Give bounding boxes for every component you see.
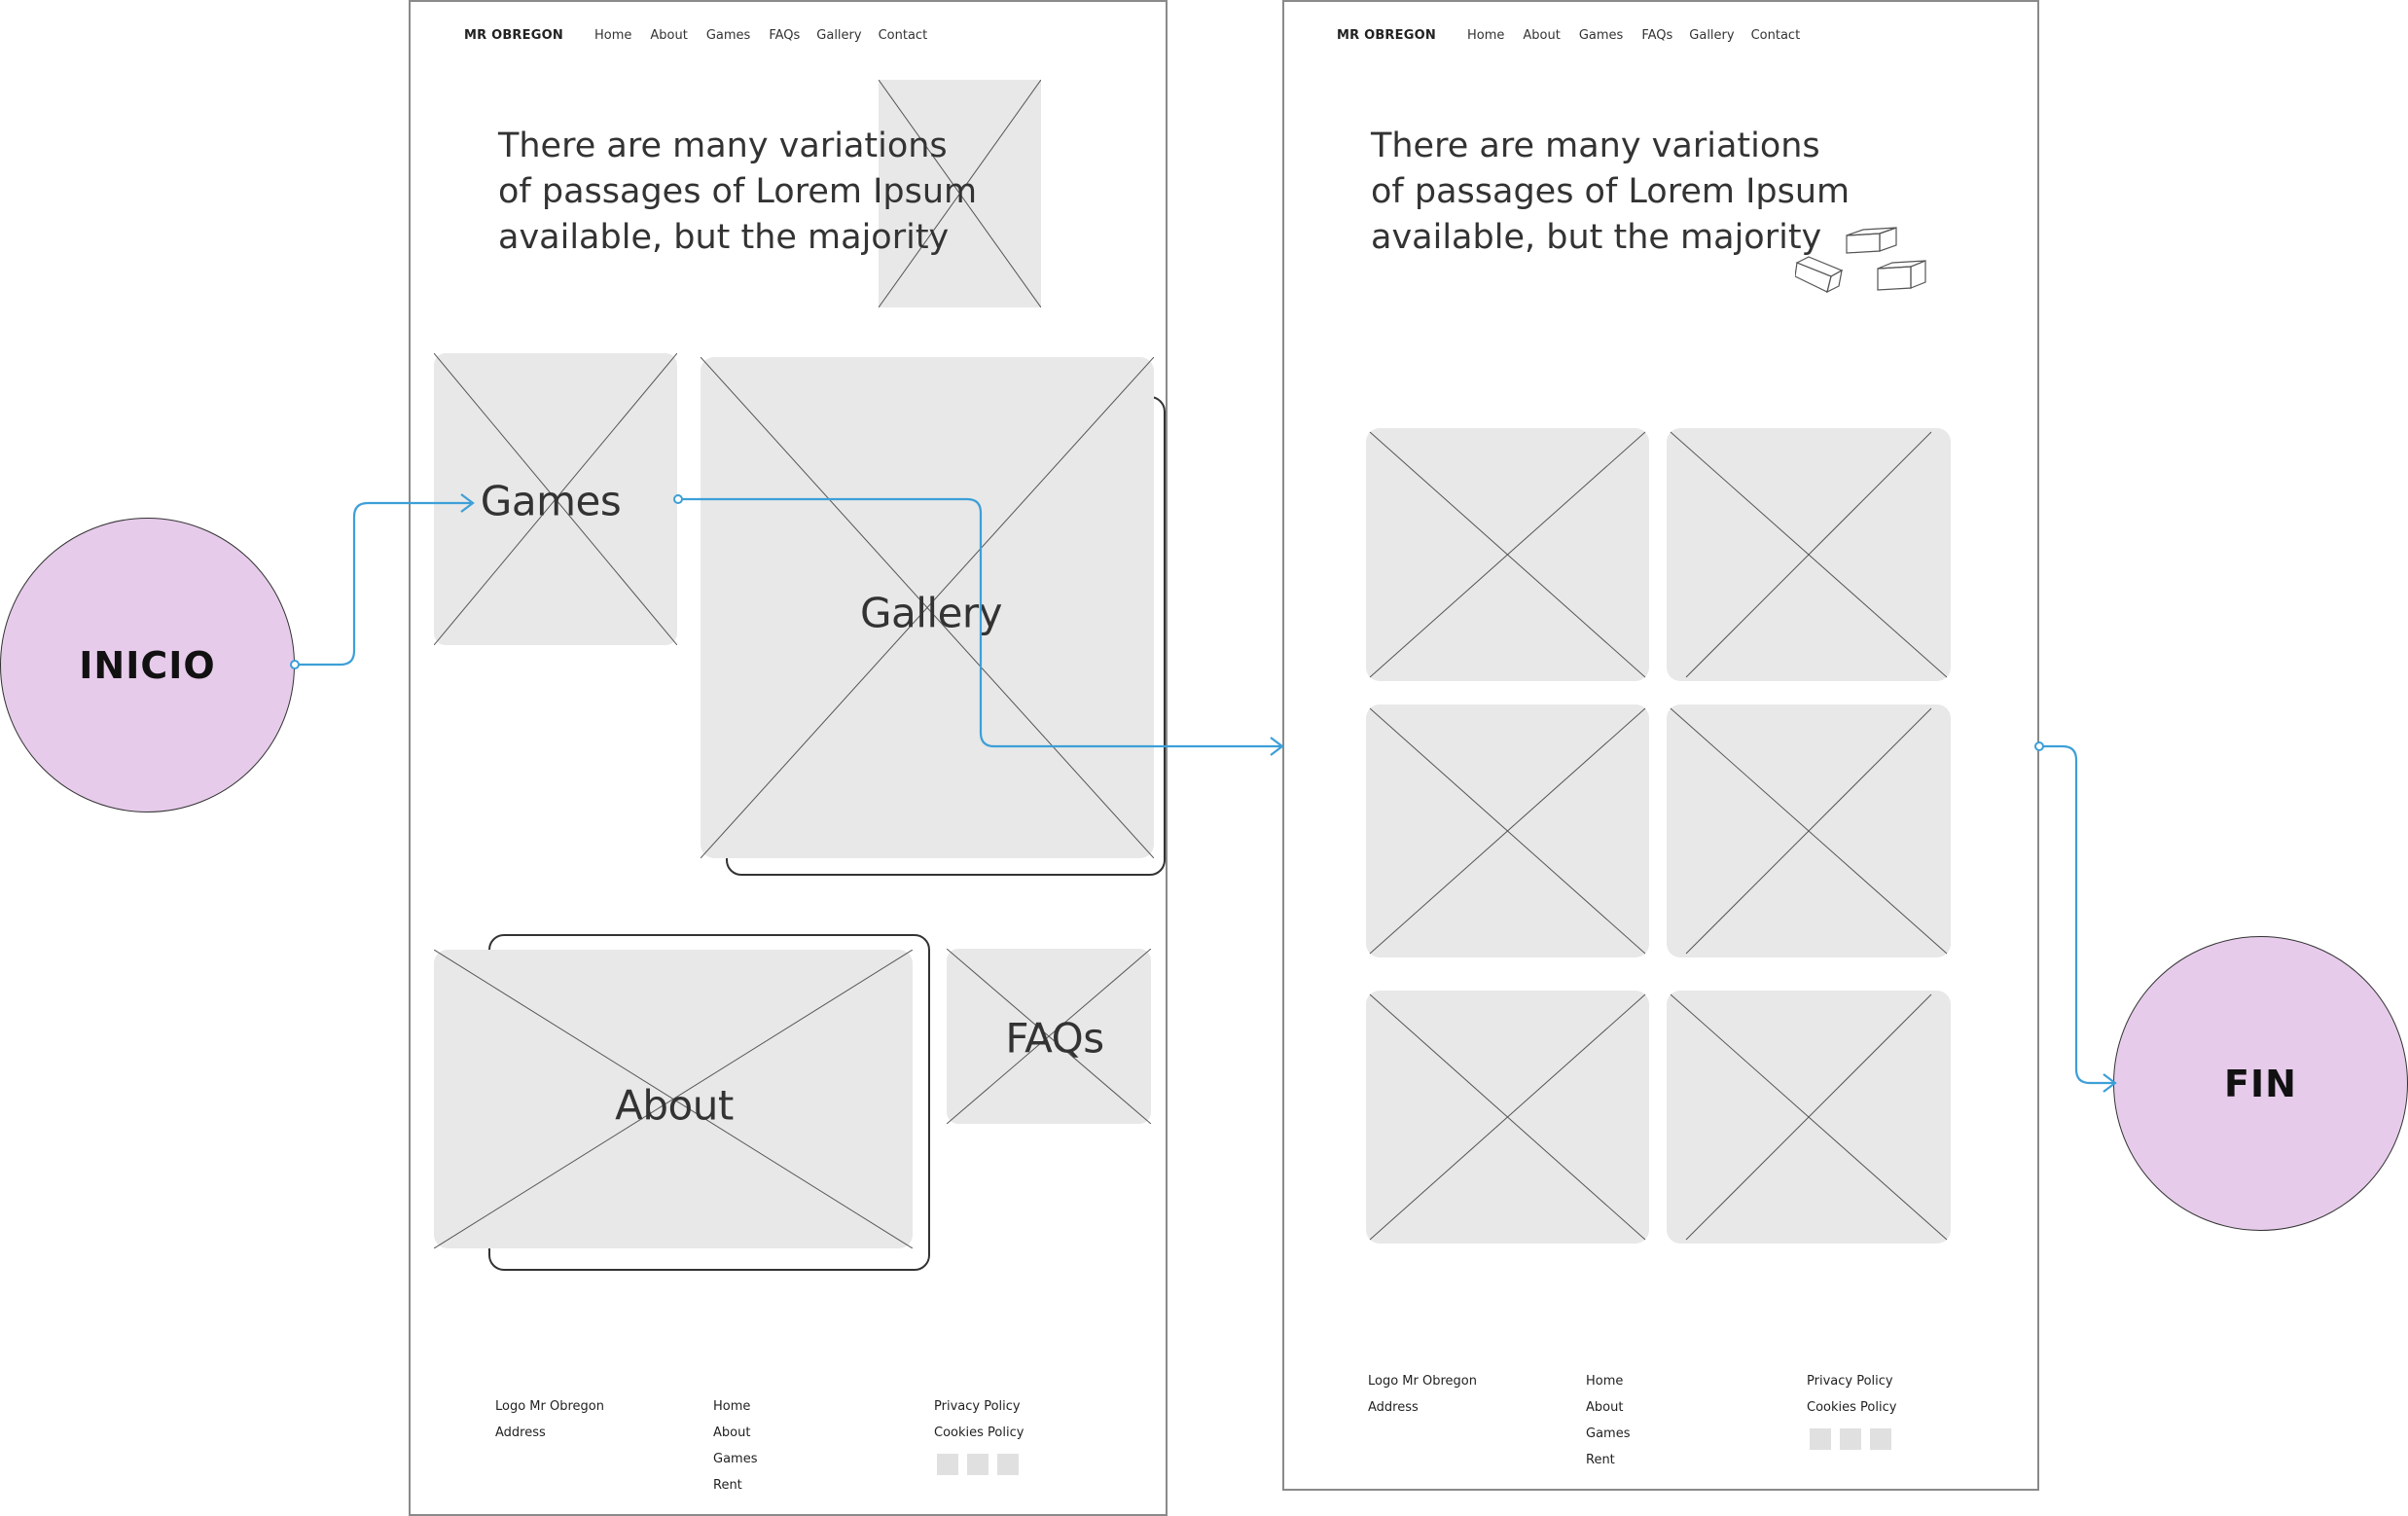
home-nav-gallery[interactable]: Gallery xyxy=(816,28,862,43)
start-node[interactable]: INICIO xyxy=(0,518,295,812)
home-footer-col-2: Home About Games Rent xyxy=(713,1397,757,1502)
home-hero-line-1: There are many variations xyxy=(498,126,948,165)
gallery-footer-col-3: Privacy Policy Cookies Policy xyxy=(1807,1372,1896,1425)
home-hero-line-2: of passages of Lorem Ipsum xyxy=(498,172,978,211)
home-nav-home[interactable]: Home xyxy=(594,28,632,43)
home-nav-games[interactable]: Games xyxy=(705,28,751,43)
gallery-nav-about[interactable]: About xyxy=(1523,28,1561,43)
home-footer-privacy[interactable]: Privacy Policy xyxy=(934,1399,1021,1414)
bricks-illustration xyxy=(1795,227,1926,294)
faqs-card-label: FAQs xyxy=(1005,1014,1104,1063)
home-nav: Home About Games FAQs Gallery Contact xyxy=(594,28,927,43)
gallery-nav-faqs[interactable]: FAQs xyxy=(1641,28,1673,43)
social-icon[interactable] xyxy=(967,1454,988,1475)
about-card-label: About xyxy=(615,1081,734,1130)
gallery-footer-social-icons xyxy=(1810,1428,1891,1450)
end-node[interactable]: FIN xyxy=(2113,936,2408,1231)
gallery-nav-home[interactable]: Home xyxy=(1467,28,1505,43)
gallery-hero-line-1: There are many variations xyxy=(1371,126,1820,165)
gallery-grid-image-5[interactable] xyxy=(1366,991,1649,1244)
gallery-footer-cookies[interactable]: Cookies Policy xyxy=(1807,1400,1897,1415)
social-icon[interactable] xyxy=(1870,1428,1891,1450)
home-footer-logo[interactable]: Logo Mr Obregon xyxy=(495,1399,604,1414)
home-hero-line-3: available, but the majority xyxy=(498,218,950,257)
gallery-footer-col-1: Logo Mr Obregon Address xyxy=(1368,1372,1477,1425)
games-card-label: Games xyxy=(480,477,622,525)
gallery-footer-privacy[interactable]: Privacy Policy xyxy=(1807,1374,1893,1389)
gallery-footer-link-about[interactable]: About xyxy=(1586,1400,1624,1415)
gallery-grid-image-4[interactable] xyxy=(1667,704,1951,957)
gallery-hero-line-2: of passages of Lorem Ipsum xyxy=(1371,172,1851,211)
gallery-nav: Home About Games FAQs Gallery Contact xyxy=(1467,28,1800,43)
gallery-footer-link-rent[interactable]: Rent xyxy=(1586,1453,1615,1467)
gallery-footer-address: Address xyxy=(1368,1400,1419,1415)
arrow-head-icon xyxy=(1270,737,1284,756)
gallery-footer-link-home[interactable]: Home xyxy=(1586,1374,1624,1389)
start-node-label: INICIO xyxy=(79,643,216,687)
games-card-image[interactable] xyxy=(434,353,677,645)
home-nav-about[interactable]: About xyxy=(650,28,688,43)
home-footer-social-icons xyxy=(937,1454,1019,1475)
gallery-grid-image-2[interactable] xyxy=(1667,428,1951,681)
gallery-hero-line-3: available, but the majority xyxy=(1371,218,1822,257)
social-icon[interactable] xyxy=(997,1454,1019,1475)
gallery-card-label: Gallery xyxy=(859,589,1003,637)
gallery-nav-contact[interactable]: Contact xyxy=(1750,28,1801,43)
home-footer-col-1: Logo Mr Obregon Address xyxy=(495,1397,604,1450)
home-footer-link-home[interactable]: Home xyxy=(713,1399,751,1414)
home-footer-cookies[interactable]: Cookies Policy xyxy=(934,1426,1024,1440)
social-icon[interactable] xyxy=(1810,1428,1831,1450)
gallery-logo[interactable]: MR OBREGON xyxy=(1337,28,1436,43)
gallery-footer-logo[interactable]: Logo Mr Obregon xyxy=(1368,1374,1477,1389)
faqs-card-image[interactable] xyxy=(947,949,1151,1124)
gallery-footer-col-2: Home About Games Rent xyxy=(1586,1372,1630,1477)
home-logo[interactable]: MR OBREGON xyxy=(464,28,563,43)
home-footer-address: Address xyxy=(495,1426,546,1440)
home-nav-contact[interactable]: Contact xyxy=(878,28,928,43)
flow-gallery-to-end xyxy=(2039,744,2113,1085)
gallery-hero-text: There are many variations of passages of… xyxy=(1371,124,1850,261)
home-footer-link-games[interactable]: Games xyxy=(713,1452,758,1466)
gallery-nav-games[interactable]: Games xyxy=(1578,28,1624,43)
social-icon[interactable] xyxy=(937,1454,958,1475)
gallery-footer-link-games[interactable]: Games xyxy=(1586,1426,1631,1441)
home-footer-link-about[interactable]: About xyxy=(713,1426,751,1440)
about-card-image[interactable] xyxy=(434,950,913,1248)
social-icon[interactable] xyxy=(1840,1428,1861,1450)
gallery-grid-image-1[interactable] xyxy=(1366,428,1649,681)
home-nav-faqs[interactable]: FAQs xyxy=(769,28,801,43)
home-hero-image-placeholder xyxy=(879,80,1041,307)
gallery-grid-image-6[interactable] xyxy=(1667,991,1951,1244)
gallery-nav-gallery[interactable]: Gallery xyxy=(1689,28,1735,43)
home-footer-col-3: Privacy Policy Cookies Policy xyxy=(934,1397,1024,1450)
end-node-label: FIN xyxy=(2224,1062,2297,1105)
gallery-grid-image-3[interactable] xyxy=(1366,704,1649,957)
home-hero-text: There are many variations of passages of… xyxy=(498,124,977,261)
home-footer-link-rent[interactable]: Rent xyxy=(713,1478,742,1493)
